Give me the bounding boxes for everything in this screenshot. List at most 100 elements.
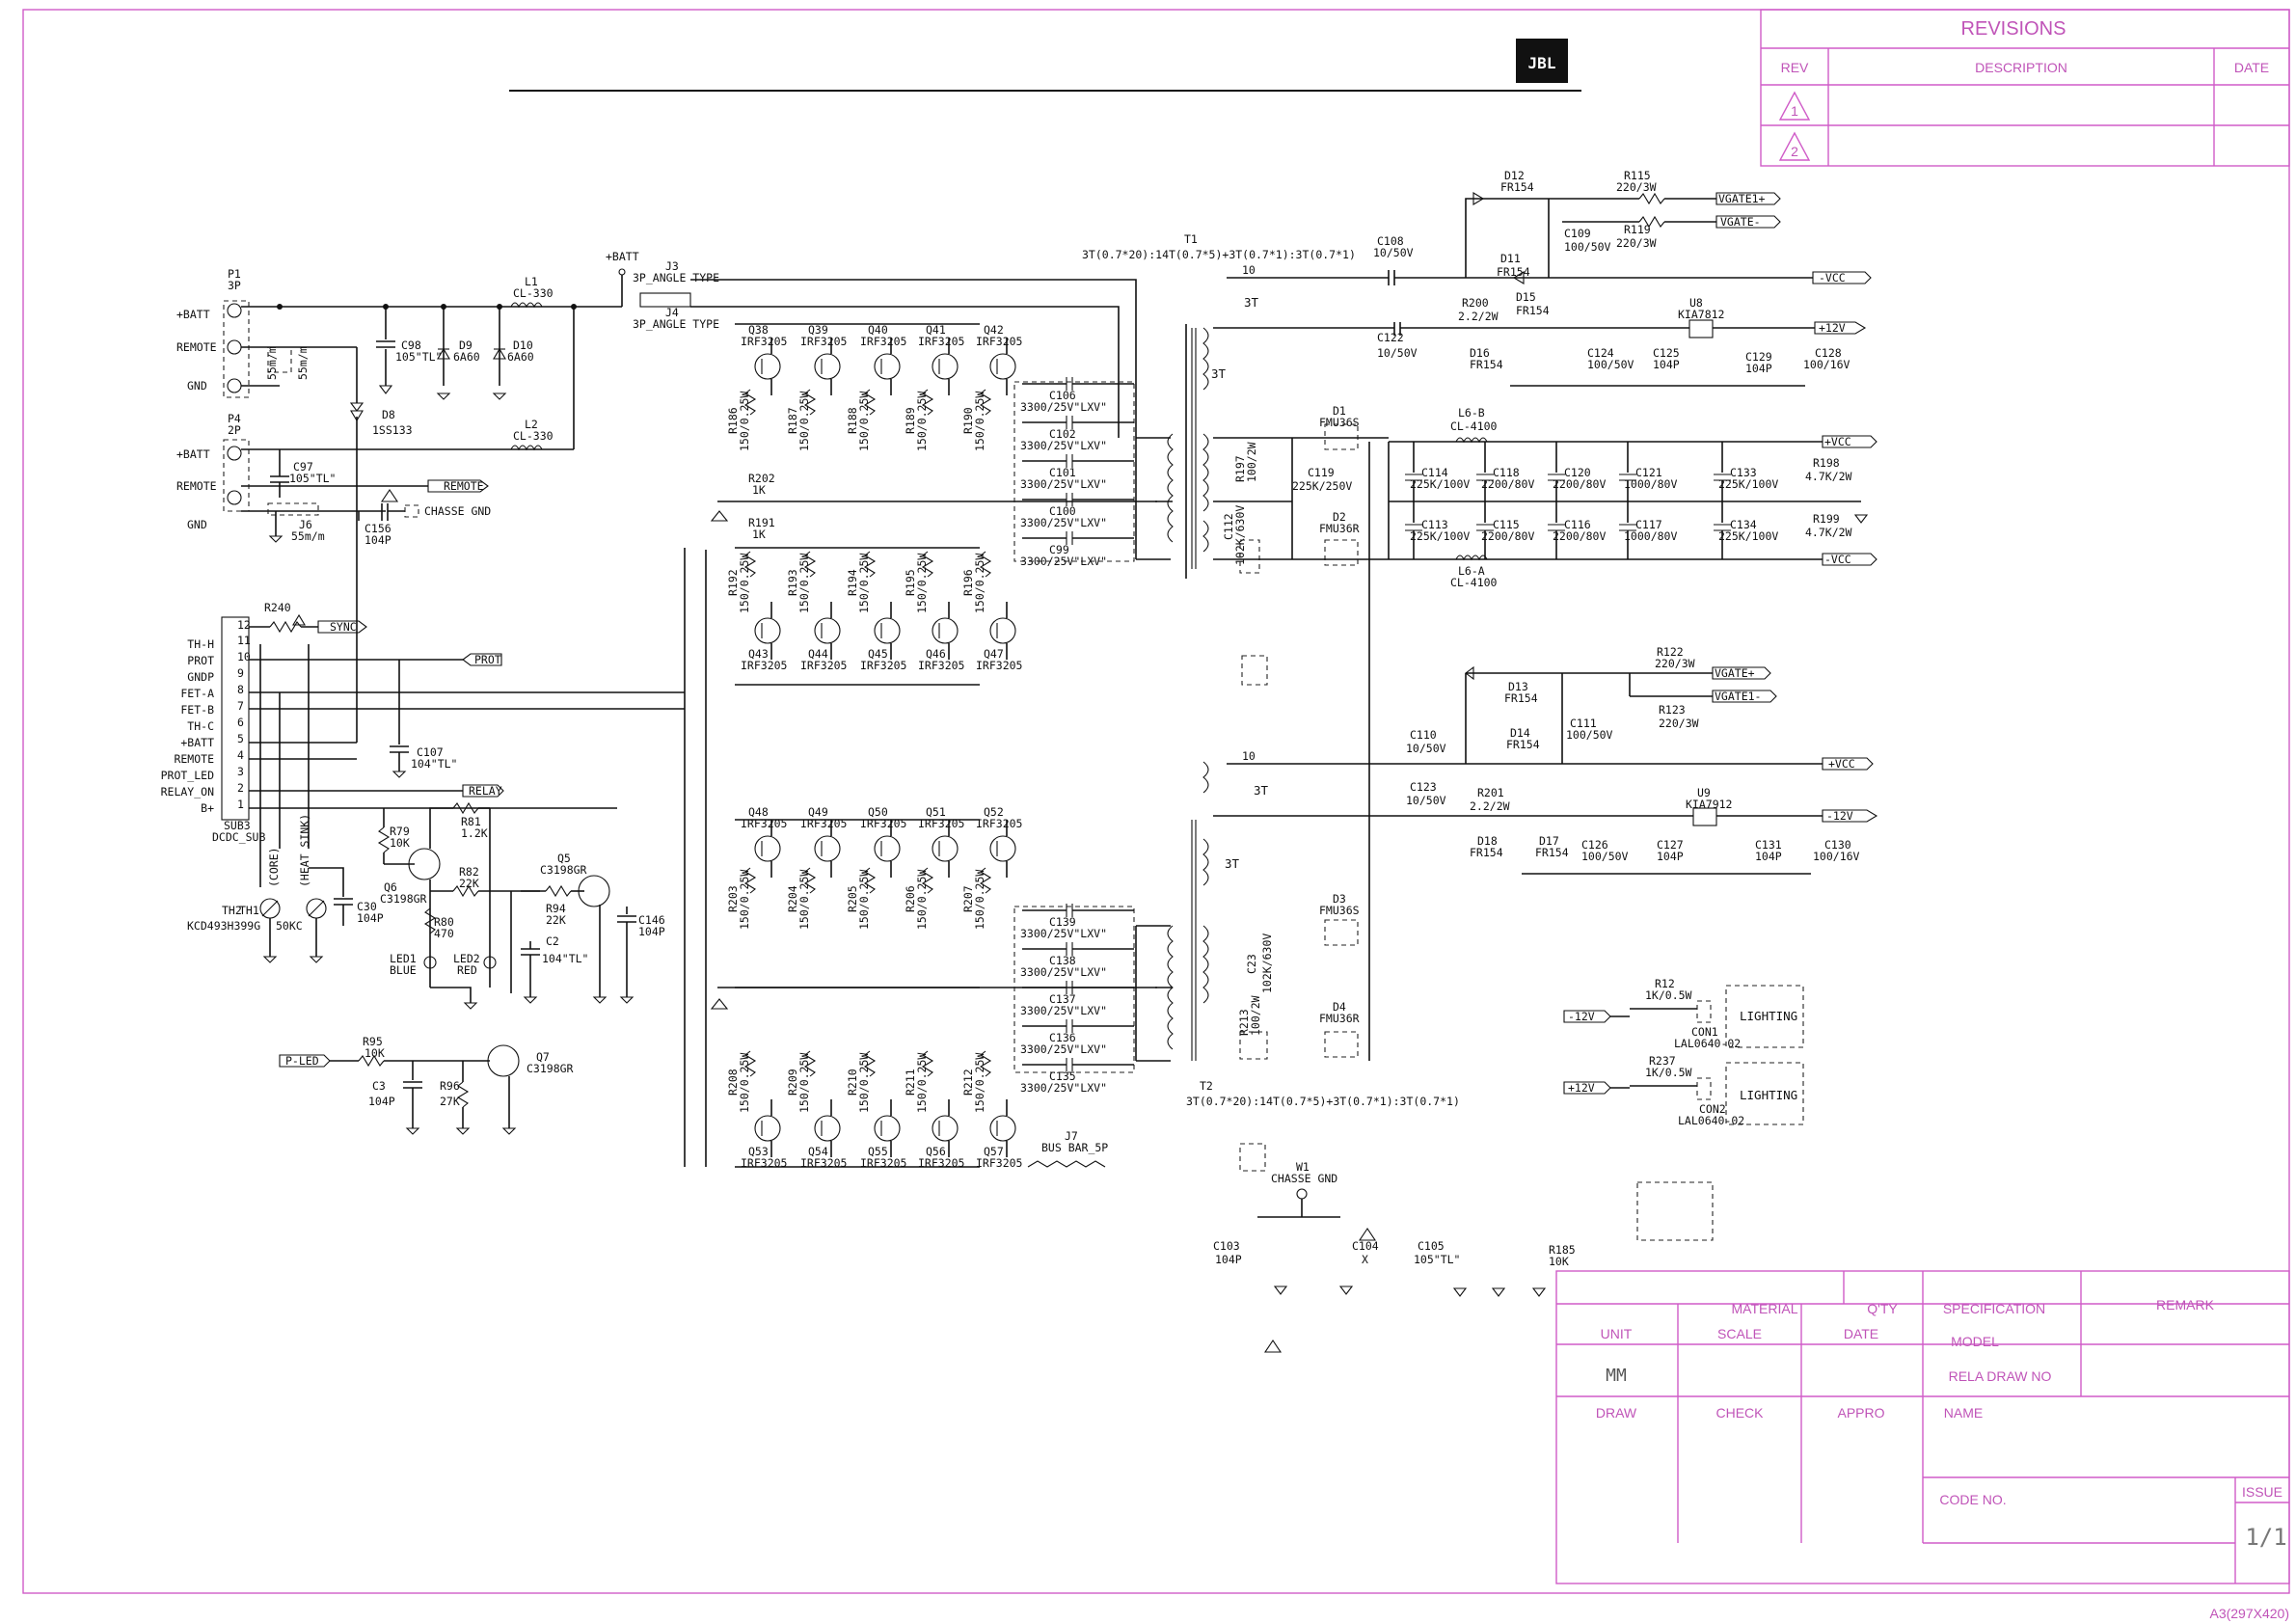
svg-text:150/0.25W: 150/0.25W: [797, 392, 811, 451]
fet-ref: Q48: [748, 805, 769, 819]
svg-text:BLUE: BLUE: [390, 963, 417, 977]
fet-type: IRF3205: [976, 659, 1022, 672]
svg-text:220/3W: 220/3W: [1655, 657, 1695, 670]
svg-text:2: 2: [237, 781, 244, 795]
svg-text:11: 11: [237, 634, 251, 647]
svg-text:C137: C137: [1049, 992, 1076, 1006]
svg-text:150/0.25W: 150/0.25W: [797, 554, 811, 613]
svg-text:R79: R79: [390, 825, 410, 838]
svg-text:22K: 22K: [459, 877, 479, 890]
svg-text:104P: 104P: [1653, 358, 1680, 371]
svg-text:2200/80V: 2200/80V: [1481, 477, 1534, 491]
svg-text:GND: GND: [187, 379, 207, 392]
svg-text:10: 10: [237, 650, 251, 663]
svg-text:3T(0.7*20):14T(0.7*5)+3T(0.7*1: 3T(0.7*20):14T(0.7*5)+3T(0.7*1):3T(0.7*1…: [1186, 1095, 1460, 1108]
svg-text:R210: R210: [846, 1069, 859, 1096]
svg-text:3300/25V"LXV": 3300/25V"LXV": [1020, 439, 1107, 452]
revisions-table: REVISIONS REV DESCRIPTION DATE 1 2: [1760, 9, 2290, 167]
svg-text:C133: C133: [1730, 466, 1757, 479]
svg-text:1: 1: [1791, 103, 1798, 119]
svg-text:-VCC: -VCC: [1824, 553, 1851, 566]
svg-text:50KC: 50KC: [276, 919, 303, 933]
svg-text:Q'TY: Q'TY: [1867, 1301, 1898, 1316]
svg-text:3P_ANGLE TYPE: 3P_ANGLE TYPE: [633, 317, 719, 331]
svg-text:FET-A: FET-A: [180, 687, 214, 700]
svg-text:C123: C123: [1410, 780, 1437, 794]
svg-text:R119: R119: [1624, 223, 1651, 236]
svg-text:CL-4100: CL-4100: [1450, 420, 1498, 433]
svg-text:150/0.25W: 150/0.25W: [797, 1053, 811, 1113]
svg-text:C130: C130: [1824, 838, 1851, 852]
svg-text:100/50V: 100/50V: [1566, 728, 1613, 742]
svg-text:C135: C135: [1049, 1069, 1076, 1083]
svg-text:100/2W: 100/2W: [1249, 995, 1262, 1036]
svg-text:R240: R240: [264, 601, 291, 614]
svg-text:SUB3: SUB3: [224, 819, 251, 832]
svg-text:22K: 22K: [546, 913, 566, 927]
fet-ref: Q47: [984, 647, 1004, 661]
svg-text:TH-C: TH-C: [187, 719, 214, 733]
svg-text:R115: R115: [1624, 169, 1651, 182]
svg-text:C101: C101: [1049, 466, 1076, 479]
svg-text:-VCC: -VCC: [1819, 271, 1846, 284]
svg-text:150/0.25W: 150/0.25W: [738, 870, 751, 930]
svg-text:-12V: -12V: [1826, 809, 1853, 823]
svg-text:3P_ANGLE TYPE: 3P_ANGLE TYPE: [633, 271, 719, 284]
fet-ref: Q55: [868, 1145, 888, 1158]
svg-text:PROT: PROT: [474, 653, 501, 666]
svg-text:B+: B+: [201, 801, 214, 815]
svg-text:10/50V: 10/50V: [1406, 742, 1446, 755]
svg-text:ISSUE: ISSUE: [2242, 1484, 2282, 1500]
svg-text:150/0.25W: 150/0.25W: [915, 554, 929, 613]
svg-text:150/0.25W: 150/0.25W: [738, 392, 751, 451]
svg-text:+BATT: +BATT: [180, 736, 214, 749]
svg-text:D10: D10: [513, 338, 533, 352]
svg-text:105"TL": 105"TL": [395, 350, 442, 364]
svg-text:FR154: FR154: [1470, 358, 1503, 371]
svg-text:104P: 104P: [1657, 850, 1684, 863]
svg-text:150/0.25W: 150/0.25W: [857, 870, 871, 930]
svg-text:R195: R195: [904, 569, 917, 596]
svg-text:R191: R191: [748, 516, 775, 529]
svg-text:R81: R81: [461, 815, 481, 828]
svg-text:C139: C139: [1049, 915, 1076, 929]
svg-text:JBL: JBL: [1528, 54, 1556, 72]
svg-text:CL-4100: CL-4100: [1450, 576, 1498, 589]
svg-text:TH-H: TH-H: [187, 637, 214, 651]
svg-text:KIA7912: KIA7912: [1686, 798, 1732, 811]
svg-text:220/3W: 220/3W: [1616, 236, 1657, 250]
svg-text:1K/0.5W: 1K/0.5W: [1645, 1066, 1692, 1079]
svg-text:LIGHTING: LIGHTING: [1740, 1088, 1797, 1102]
svg-text:C156: C156: [365, 522, 392, 535]
svg-text:U8: U8: [1689, 296, 1703, 310]
svg-text:C102: C102: [1049, 427, 1076, 441]
svg-text:REMOTE: REMOTE: [444, 479, 484, 493]
svg-text:3T: 3T: [1244, 295, 1259, 310]
svg-text:FR154: FR154: [1504, 691, 1538, 705]
svg-text:BUS BAR_5P: BUS BAR_5P: [1041, 1141, 1108, 1154]
svg-text:R94: R94: [546, 902, 566, 915]
svg-text:D1: D1: [1333, 404, 1346, 418]
fet-ref: Q39: [808, 323, 828, 337]
svg-text:3300/25V"LXV": 3300/25V"LXV": [1020, 1042, 1107, 1056]
revisions-title: REVISIONS: [1961, 18, 2066, 40]
svg-text:R204: R204: [786, 885, 799, 912]
svg-text:C118: C118: [1493, 466, 1520, 479]
svg-text:FR154: FR154: [1500, 180, 1534, 194]
svg-text:C115: C115: [1493, 518, 1520, 531]
svg-text:104"TL": 104"TL": [542, 952, 588, 965]
svg-text:C99: C99: [1049, 543, 1069, 556]
svg-text:4.7K/2W: 4.7K/2W: [1805, 470, 1852, 483]
svg-text:C119: C119: [1308, 466, 1335, 479]
svg-text:DCDC_SUB: DCDC_SUB: [212, 830, 265, 844]
